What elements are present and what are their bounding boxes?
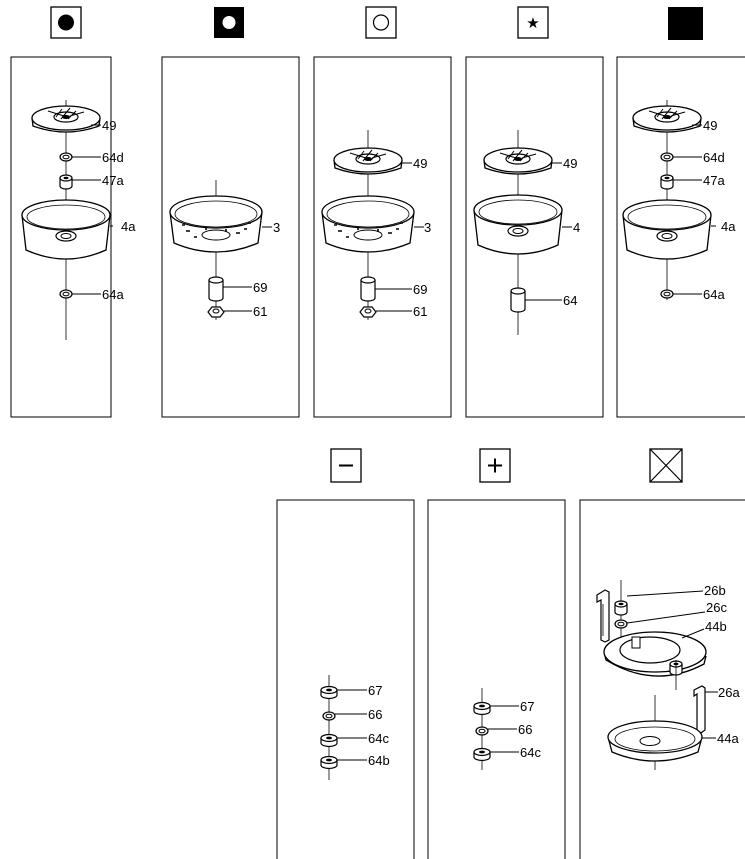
label: 3 — [424, 220, 431, 235]
label: 4a — [121, 219, 136, 234]
label: 44a — [717, 731, 739, 746]
symbol-open-circle-box — [365, 6, 397, 39]
label: 26a — [718, 685, 740, 700]
label: 61 — [253, 304, 267, 319]
label: 47a — [102, 173, 124, 188]
panel-8: 26b 26c 44b 26a 44a — [579, 448, 745, 859]
panel-frame — [276, 499, 415, 859]
svg-text:★: ★ — [526, 15, 539, 32]
label: 47a — [703, 173, 725, 188]
label: 26c — [706, 600, 727, 615]
symbol-filled-square — [668, 7, 703, 40]
panel-3: 49 3 69 61 — [313, 6, 452, 418]
label: 64c — [520, 745, 541, 760]
symbol-plus-box — [479, 448, 511, 483]
panel-frame — [465, 56, 604, 418]
symbol-inverse-circle-box — [214, 7, 244, 38]
symbol-filled-circle-box — [50, 6, 82, 39]
label: 66 — [518, 722, 532, 737]
label: 66 — [368, 707, 382, 722]
symbol-star-box: ★ — [517, 6, 549, 39]
label: 64a — [703, 287, 725, 302]
symbol-minus-box — [330, 448, 362, 483]
panel-frame — [579, 499, 745, 859]
label: 49 — [563, 156, 577, 171]
label: 64d — [703, 150, 725, 165]
panel-frame — [161, 56, 300, 418]
panel-1: 49 64d 47a 4a 64a — [10, 6, 136, 418]
symbol-x-box — [649, 448, 683, 483]
label: 67 — [520, 699, 534, 714]
label: 44b — [705, 619, 727, 634]
panel-2: 3 69 61 — [161, 7, 300, 418]
label: 64b — [368, 753, 390, 768]
label: 4 — [573, 220, 580, 235]
label: 64 — [563, 293, 577, 308]
panel-5: 49 64d 47a 4a 64a — [616, 7, 745, 418]
panel-7: 67 66 64c — [427, 448, 566, 859]
label: 67 — [368, 683, 382, 698]
label: 69 — [413, 282, 427, 297]
label: 49 — [102, 118, 116, 133]
panel-frame — [10, 56, 112, 418]
panel-frame — [427, 499, 566, 859]
panel-frame — [313, 56, 452, 418]
label: 64a — [102, 287, 124, 302]
panel-frame — [616, 56, 745, 418]
panel-6: 67 66 64c 64b — [276, 448, 415, 859]
panel-4: ★ 49 4 64 — [465, 6, 604, 418]
label: 64d — [102, 150, 124, 165]
label: 49 — [703, 118, 717, 133]
label: 26b — [704, 583, 726, 598]
label: 64c — [368, 731, 389, 746]
label: 49 — [413, 156, 427, 171]
label: 61 — [413, 304, 427, 319]
label: 69 — [253, 280, 267, 295]
label: 4a — [721, 219, 736, 234]
label: 3 — [273, 220, 280, 235]
